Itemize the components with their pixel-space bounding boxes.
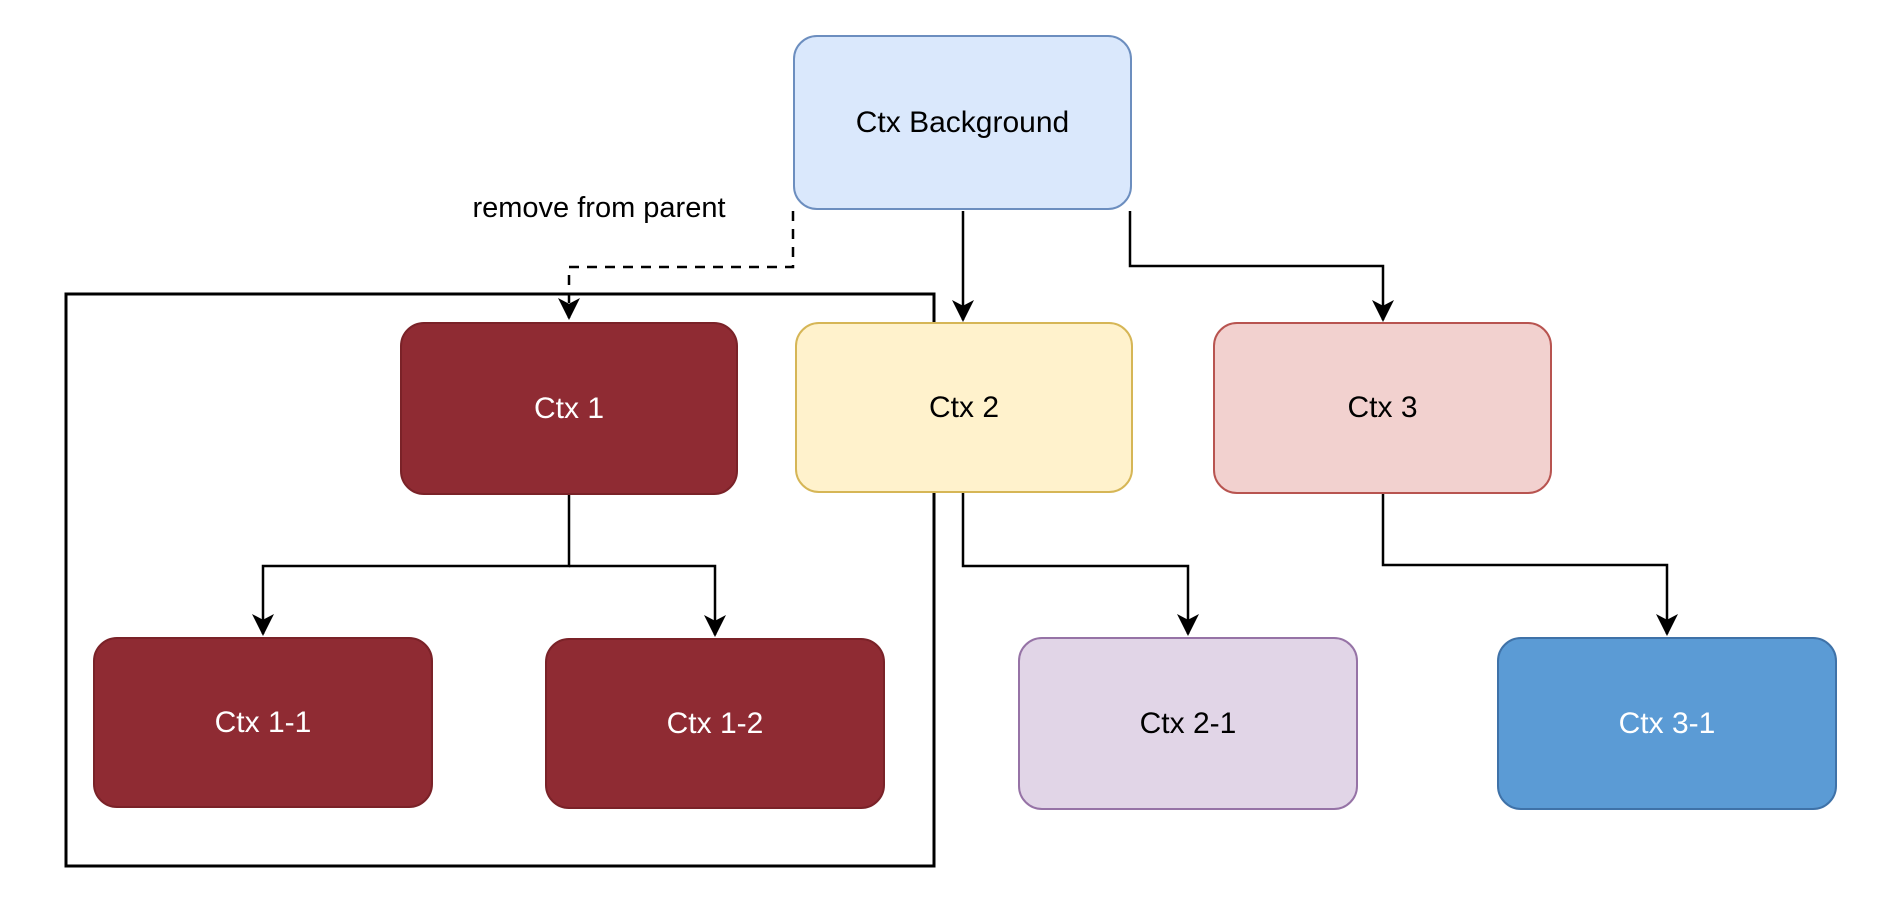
node-ctx-2[interactable]: Ctx 2 <box>795 322 1133 493</box>
node-ctx-3-1[interactable]: Ctx 3-1 <box>1497 637 1837 810</box>
node-label-ctx-2: Ctx 2 <box>928 390 1000 424</box>
edge-ctx3-to-ctx3-1[interactable] <box>1381 494 1678 636</box>
node-label-ctx-2-1: Ctx 2-1 <box>1139 706 1237 740</box>
node-label-ctx-3-1: Ctx 3-1 <box>1618 706 1716 740</box>
edge-background-to-ctx3[interactable] <box>1128 211 1394 322</box>
edge-ctx2-to-ctx2-1[interactable] <box>961 493 1199 636</box>
edge-background-to-ctx1-dashed[interactable] <box>558 211 795 320</box>
node-label-ctx-3: Ctx 3 <box>1347 391 1418 424</box>
edge-ctx1-to-ctx1-1[interactable] <box>252 495 571 636</box>
edge-label-remove-from-parent: remove from parent <box>445 192 753 225</box>
group-outline-ctx1-subtree[interactable] <box>64 292 936 868</box>
node-label-ctx-background: Ctx Background <box>855 105 1070 139</box>
node-ctx-1-2[interactable]: Ctx 1-2 <box>545 638 885 809</box>
edge-ctx1-to-ctx1-2[interactable] <box>569 564 726 637</box>
node-ctx-3[interactable]: Ctx 3 <box>1213 322 1552 494</box>
node-ctx-background[interactable]: Ctx Background <box>793 35 1132 210</box>
node-label-ctx-1: Ctx 1 <box>533 391 605 425</box>
node-ctx-1-1[interactable]: Ctx 1-1 <box>93 637 433 808</box>
node-ctx-2-1[interactable]: Ctx 2-1 <box>1018 637 1358 810</box>
node-ctx-1[interactable]: Ctx 1 <box>400 322 738 495</box>
node-label-ctx-1-1: Ctx 1-1 <box>214 705 312 739</box>
node-label-ctx-1-2: Ctx 1-2 <box>666 706 764 740</box>
